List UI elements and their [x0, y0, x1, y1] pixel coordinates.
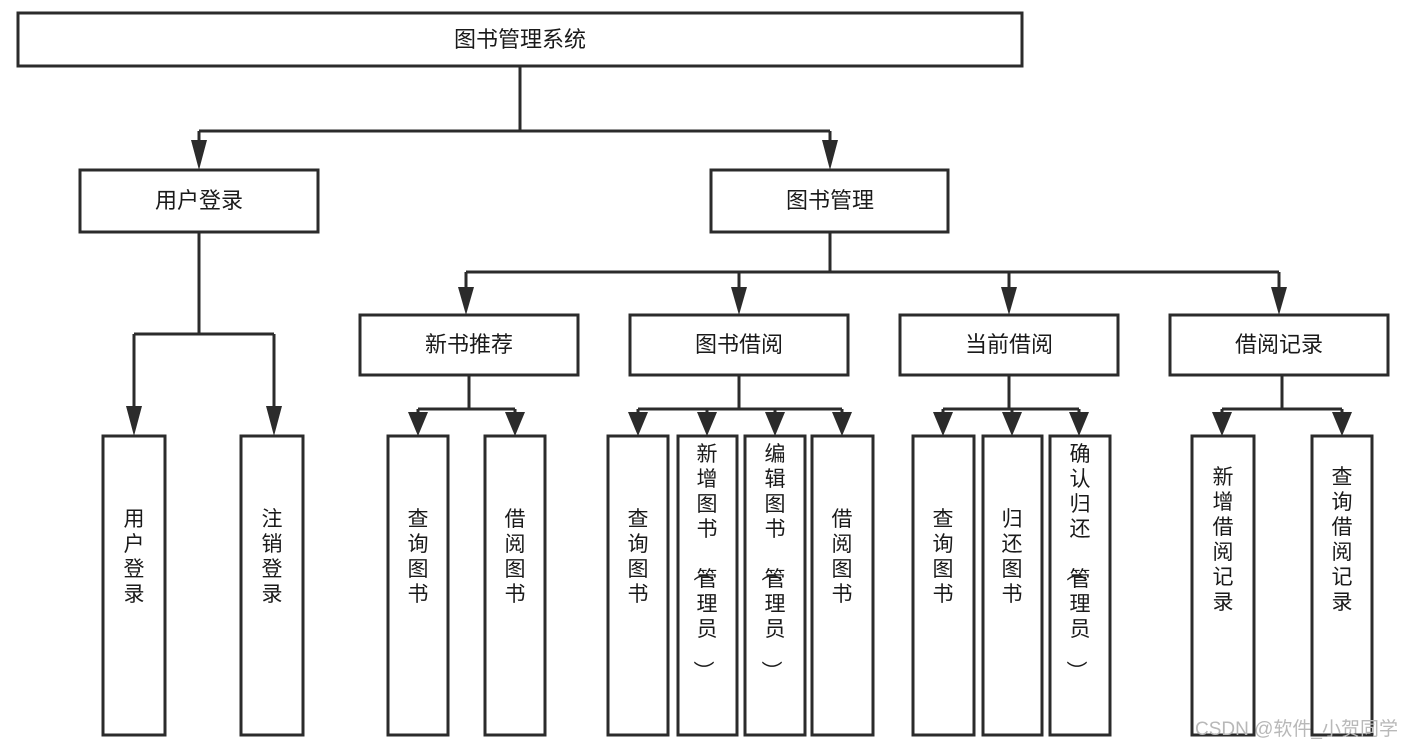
node-leaf-borrow-book-2-label: 借阅图书 [832, 508, 853, 606]
node-user-login-box[interactable] [78, 168, 320, 234]
node-user-login-label: 用户登录 [155, 188, 243, 213]
node-leaf-borrow-book-2-box[interactable] [810, 434, 875, 737]
node-leaf-query-record-box[interactable] [1310, 434, 1374, 737]
arrow-head-leaf-query-book-1 [408, 412, 428, 436]
arrow-head-leaf-borrow-book-2 [832, 412, 852, 436]
node-root[interactable]: 图书管理系统 [16, 11, 1024, 68]
node-leaf-query-book-1-label: 查询图书 [408, 508, 429, 606]
node-book-borrow[interactable]: 图书借阅 [628, 313, 850, 377]
arrow-head-leaf-borrow-book-1 [505, 412, 525, 436]
node-leaf-borrow-book-1[interactable]: 借阅图书 [483, 434, 547, 737]
arrow-head-borrow-record [1271, 287, 1287, 315]
node-leaf-return-book-label: 归还图书 [1002, 508, 1023, 606]
node-leaf-edit-book-label: 编辑图书（管理员） [760, 443, 786, 682]
node-book-management-box[interactable] [709, 168, 950, 234]
node-leaf-query-book-3[interactable]: 查询图书 [911, 434, 976, 737]
node-leaf-confirm-return[interactable]: 确认归还（管理员） [1048, 434, 1112, 737]
arrow-head-book-borrow [731, 287, 747, 315]
arrow-head-leaf-query-book-3 [933, 412, 953, 436]
node-leaf-confirm-return-label: 确认归还（管理员） [1065, 443, 1091, 682]
node-leaf-add-record-box[interactable] [1190, 434, 1256, 737]
arrow-head-leaf-logout [266, 406, 282, 436]
node-book-management[interactable]: 图书管理 [709, 168, 950, 234]
node-leaf-return-book[interactable]: 归还图书 [981, 434, 1044, 737]
node-leaf-user-login[interactable]: 用户登录 [101, 434, 167, 737]
node-root-box[interactable] [16, 11, 1024, 68]
arrow-head-leaf-add-book [697, 412, 717, 436]
node-current-borrow-box[interactable] [898, 313, 1120, 377]
node-leaf-logout-label: 注销登录 [262, 508, 283, 606]
node-root-label: 图书管理系统 [454, 27, 586, 52]
node-book-borrow-box[interactable] [628, 313, 850, 377]
node-leaf-add-record[interactable]: 新增借阅记录 [1190, 434, 1256, 737]
node-leaf-user-login-box[interactable] [101, 434, 167, 737]
node-new-book-recommend-label: 新书推荐 [425, 332, 513, 357]
node-book-management-label: 图书管理 [786, 188, 874, 213]
node-leaf-borrow-book-1-label: 借阅图书 [505, 508, 526, 606]
node-leaf-query-record-label: 查询借阅记录 [1332, 466, 1353, 614]
node-leaf-query-book-2-label: 查询图书 [628, 508, 649, 606]
arrow-head-leaf-user-login [126, 406, 142, 436]
node-leaf-add-record-label: 新增借阅记录 [1213, 466, 1234, 614]
node-leaf-edit-book-box[interactable] [743, 434, 807, 737]
arrow-head-leaf-query-book-2 [628, 412, 648, 436]
node-current-borrow[interactable]: 当前借阅 [898, 313, 1120, 377]
node-leaf-user-login-label: 用户登录 [124, 508, 145, 606]
arrow-head-book-management [822, 140, 838, 170]
node-leaf-add-book-box[interactable] [676, 434, 739, 737]
node-leaf-query-record[interactable]: 查询借阅记录 [1310, 434, 1374, 737]
node-leaf-query-book-2-box[interactable] [606, 434, 670, 737]
arrow-head-current-borrow [1001, 287, 1017, 315]
node-leaf-query-book-3-box[interactable] [911, 434, 976, 737]
node-book-borrow-label: 图书借阅 [695, 332, 783, 357]
node-leaf-confirm-return-box[interactable] [1048, 434, 1112, 737]
connector-layer [126, 66, 1352, 436]
node-leaf-add-book-label: 新增图书（管理员） [692, 443, 718, 682]
arrow-head-leaf-query-record [1332, 412, 1352, 436]
arrow-head-leaf-add-record [1212, 412, 1232, 436]
node-leaf-query-book-1[interactable]: 查询图书 [386, 434, 450, 737]
arrow-head-user-login [191, 140, 207, 170]
arrow-head-leaf-return-book [1002, 412, 1022, 436]
arrow-head-leaf-confirm-return [1069, 412, 1089, 436]
node-leaf-query-book-1-box[interactable] [386, 434, 450, 737]
node-current-borrow-label: 当前借阅 [965, 332, 1053, 357]
node-leaf-query-book-2[interactable]: 查询图书 [606, 434, 670, 737]
node-new-book-recommend-box[interactable] [358, 313, 580, 377]
node-leaf-add-book[interactable]: 新增图书（管理员） [676, 434, 739, 737]
node-leaf-query-book-3-label: 查询图书 [933, 508, 954, 606]
node-leaf-logout[interactable]: 注销登录 [239, 434, 305, 737]
node-leaf-return-book-box[interactable] [981, 434, 1044, 737]
node-leaf-borrow-book-2[interactable]: 借阅图书 [810, 434, 875, 737]
arrow-head-new-book-recommend [458, 287, 474, 315]
node-leaf-edit-book[interactable]: 编辑图书（管理员） [743, 434, 807, 737]
node-leaf-logout-box[interactable] [239, 434, 305, 737]
node-user-login[interactable]: 用户登录 [78, 168, 320, 234]
csdn-watermark: CSDN @软件_小贺同学 [1195, 718, 1398, 740]
node-borrow-record-label: 借阅记录 [1235, 332, 1323, 357]
node-leaf-borrow-book-1-box[interactable] [483, 434, 547, 737]
node-borrow-record[interactable]: 借阅记录 [1168, 313, 1390, 377]
node-new-book-recommend[interactable]: 新书推荐 [358, 313, 580, 377]
node-borrow-record-box[interactable] [1168, 313, 1390, 377]
arrow-head-leaf-edit-book [765, 412, 785, 436]
